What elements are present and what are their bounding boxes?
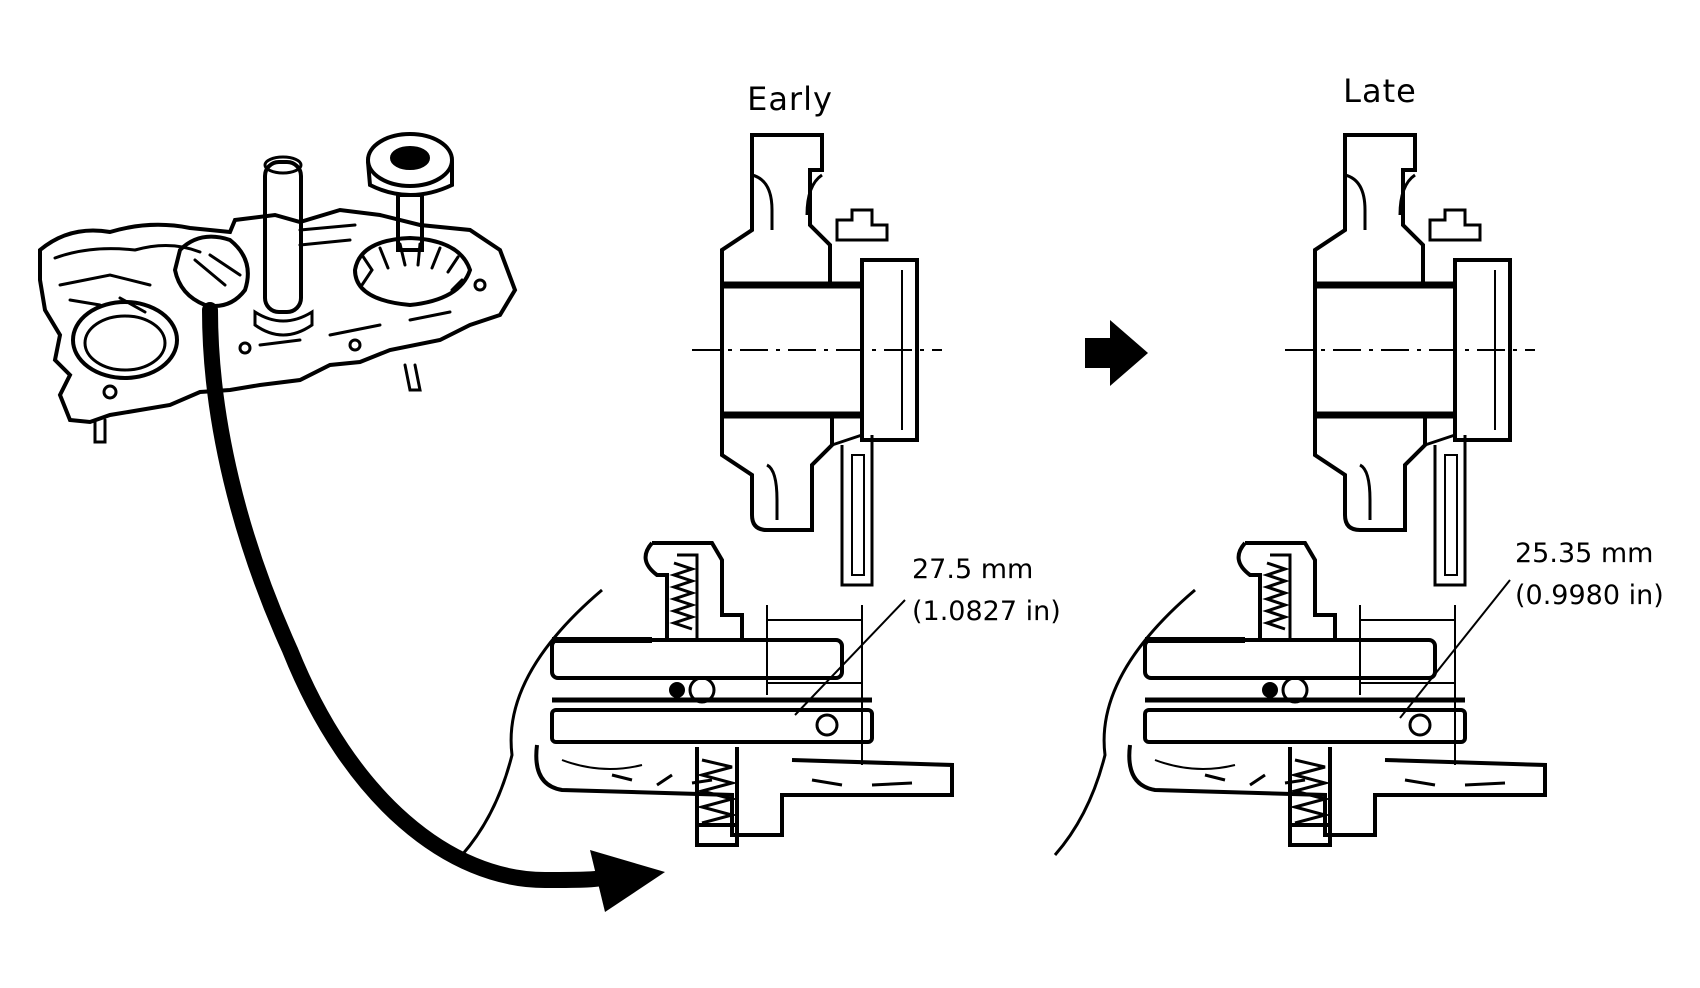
transmission-case-sketch — [38, 132, 518, 444]
early-label: Early — [747, 80, 833, 118]
late-label: Late — [1343, 72, 1417, 110]
early-dimension-mm: 27.5 mm — [912, 554, 1033, 585]
late-section-diagram: Late 25.35 mm (0.9980 in) — [1055, 72, 1664, 855]
early-leader-line — [794, 599, 906, 716]
early-section-diagram: Early 27.5 mm (1.0827 in) — [462, 80, 1061, 855]
late-dimension-in: (0.9980 in) — [1515, 580, 1664, 611]
right-arrow-icon — [1085, 320, 1148, 386]
late-leader-line — [1399, 579, 1511, 719]
early-dimension-in: (1.0827 in) — [912, 596, 1061, 627]
curved-arrow-icon — [202, 302, 665, 912]
late-dimension-mm: 25.35 mm — [1515, 538, 1653, 569]
